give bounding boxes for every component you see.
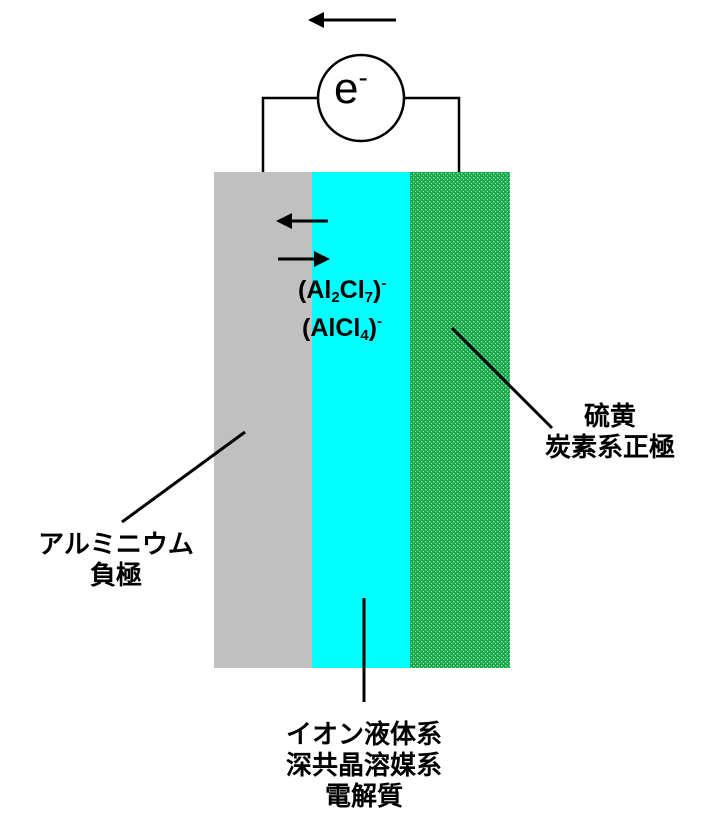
- circuit-wire-left: [261, 96, 318, 172]
- anode-label-line1: アルミニウム: [38, 530, 194, 560]
- ion-arrow-left-head: [276, 213, 292, 229]
- ion-al2cl7: (Al2Cl7)-: [298, 275, 386, 306]
- ion-arrow-right-head: [314, 251, 330, 267]
- ion2-sub1: 4: [360, 327, 369, 344]
- ion-alcl4: (AlCl4)-: [302, 313, 382, 344]
- ion2-close: ): [368, 314, 377, 342]
- cathode-label-line2: 炭素系正極: [544, 433, 675, 463]
- electrolyte-label: イオン液体系 深共晶溶媒系 電解質: [254, 720, 474, 813]
- cathode-label: 硫黄 炭素系正極: [520, 402, 700, 464]
- electrolyte-label-line2: 深共晶溶媒系: [285, 751, 442, 781]
- cathode-leader-line: [450, 326, 554, 430]
- electron-label: e-: [334, 64, 368, 111]
- electrolyte-block: [312, 172, 410, 668]
- ion1-close: ): [373, 276, 382, 304]
- cathode-label-line1: 硫黄: [583, 402, 636, 432]
- ion2-charge: -: [377, 313, 382, 330]
- anode-block: [214, 172, 312, 668]
- anode-leader-line: [121, 430, 246, 524]
- ion1-mid: Cl: [339, 276, 365, 304]
- ion2-open: (AlCl: [302, 314, 361, 342]
- electrolyte-label-line3: 電解質: [324, 782, 403, 812]
- electron-charge: -: [358, 62, 368, 93]
- anode-label-line2: 負極: [89, 561, 142, 591]
- ion1-sub2: 7: [364, 289, 374, 306]
- electron-symbol: e: [334, 64, 359, 113]
- electron-flow-arrowhead: [308, 12, 324, 28]
- anode-label: アルミニウム 負極: [18, 530, 214, 592]
- circuit-wire-right: [404, 96, 461, 172]
- ion1-charge: -: [381, 275, 387, 292]
- ion1-open: (Al: [298, 276, 332, 304]
- cathode-block: [410, 172, 510, 668]
- electron-circle: [316, 53, 406, 143]
- ion1-sub1: 2: [331, 289, 340, 306]
- electrolyte-label-line1: イオン液体系: [285, 720, 442, 750]
